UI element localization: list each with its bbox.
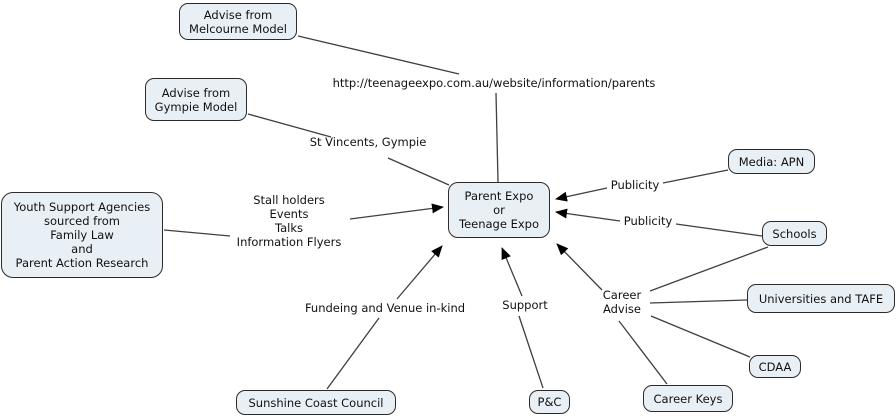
edge-schools-to-publicity2 (675, 223, 763, 237)
edge-schools-to-careeradvise (649, 246, 769, 292)
edge-youth-to-stall (163, 229, 231, 237)
edge-url-to-expo (495, 92, 499, 183)
node-cdaa[interactable]: CDAA (749, 355, 801, 378)
node-sunshine-coast-council[interactable]: Sunshine Coast Council (236, 390, 396, 415)
edge-stvincents-to-expo (387, 157, 450, 186)
edge-melcourne-to-url (297, 35, 460, 75)
node-schools[interactable]: Schools (762, 221, 827, 246)
node-career-keys[interactable]: Career Keys (643, 385, 733, 412)
edge-cdaa-to-careeradvise (650, 315, 751, 358)
link-label-career-advise[interactable]: Career Advise (602, 288, 642, 316)
edge-careerkeys-to-careeradvise (618, 320, 668, 385)
link-label-st-vincents[interactable]: St Vincents, Gympie (309, 135, 427, 149)
edge-funding-to-expo (396, 245, 443, 300)
edge-pnc-to-support (518, 315, 544, 389)
edge-universities-to-careeradvise (649, 299, 748, 304)
edge-council-to-funding (326, 317, 380, 390)
link-label-publicity-media[interactable]: Publicity (610, 178, 660, 192)
node-advise-gympie[interactable]: Advise from Gympie Model (145, 78, 247, 121)
node-universities-tafe[interactable]: Universities and TAFE (747, 284, 895, 313)
node-advise-melcourne[interactable]: Advise from Melcourne Model (179, 3, 297, 40)
link-label-website-url[interactable]: http://teenageexpo.com.au/website/inform… (332, 76, 656, 90)
link-label-publicity-schools[interactable]: Publicity (623, 214, 673, 228)
link-label-stall-holders[interactable]: Stall holders Events Talks Information F… (236, 193, 342, 249)
edge-support-to-expo (501, 247, 523, 297)
edge-careeradvise-to-expo (556, 243, 603, 291)
node-media-apn[interactable]: Media: APN (728, 149, 815, 174)
edge-media-to-publicity1 (662, 169, 729, 184)
link-label-funding-venue[interactable]: Fundeing and Venue in-kind (304, 301, 466, 315)
edge-stall-to-expo (349, 203, 444, 220)
node-youth-support-agencies[interactable]: Youth Support Agencies sourced from Fami… (1, 192, 163, 278)
edge-gympie-to-stvincents (247, 113, 332, 138)
link-label-support[interactable]: Support (502, 298, 548, 312)
node-parent-expo[interactable]: Parent Expo or Teenage Expo (448, 182, 550, 238)
edge-publicity1-to-expo (555, 187, 608, 202)
node-pnc[interactable]: P&C (529, 390, 570, 414)
edge-publicity2-to-expo (555, 208, 621, 222)
